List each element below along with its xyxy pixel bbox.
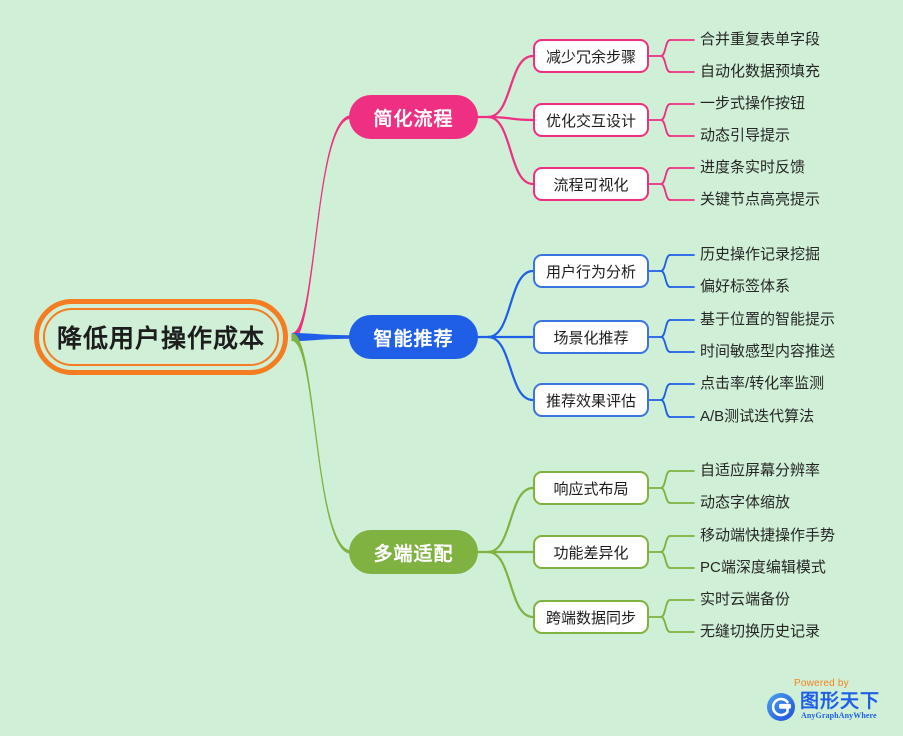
branch-node-3[interactable]: 多端适配 xyxy=(349,530,478,574)
leaf-node-1-2-1[interactable]: 一步式操作按钮 xyxy=(700,96,805,111)
root-inner-border xyxy=(43,308,279,366)
watermark-tagline: AnyGraphAnyWhere xyxy=(801,711,877,720)
leaf-node-3-2-2[interactable]: PC端深度编辑模式 xyxy=(700,560,826,575)
leaf-node-3-1-2[interactable]: 动态字体缩放 xyxy=(700,495,790,510)
sub-node-2-1-label: 用户行为分析 xyxy=(545,263,636,281)
leaf-label: 动态字体缩放 xyxy=(700,494,791,511)
leaf-label: 无缝切换历史记录 xyxy=(700,623,821,640)
branch-node-1[interactable]: 简化流程 xyxy=(349,95,478,139)
leaf-node-2-2-2[interactable]: 时间敏感型内容推送 xyxy=(700,344,835,359)
leaf-label: 动态引导提示 xyxy=(700,127,791,144)
leaf-node-3-1-1[interactable]: 自适应屏幕分辨率 xyxy=(700,463,820,478)
leaf-label: 自适应屏幕分辨率 xyxy=(700,462,821,479)
leaf-label: 时间敏感型内容推送 xyxy=(700,343,836,360)
leaf-node-2-3-2[interactable]: A/B测试迭代算法 xyxy=(700,409,814,424)
sub-node-3-1-label: 响应式布局 xyxy=(553,480,629,498)
sub-node-1-1[interactable]: 减少冗余步骤 xyxy=(533,39,649,73)
leaf-node-2-1-1[interactable]: 历史操作记录挖掘 xyxy=(700,247,820,262)
g-circle-logo-icon xyxy=(767,693,795,721)
watermark-brand: 图形天下 xyxy=(800,691,881,712)
leaf-node-2-1-2[interactable]: 偏好标签体系 xyxy=(700,279,790,294)
leaf-label: 基于位置的智能提示 xyxy=(700,311,836,328)
branch-node-2[interactable]: 智能推荐 xyxy=(349,315,478,359)
leaf-node-1-2-2[interactable]: 动态引导提示 xyxy=(700,128,790,143)
sub-node-2-2-label: 场景化推荐 xyxy=(553,329,629,347)
leaf-label: 合并重复表单字段 xyxy=(700,31,821,48)
leaf-label: 偏好标签体系 xyxy=(700,278,791,295)
leaf-node-1-1-1[interactable]: 合并重复表单字段 xyxy=(700,32,820,47)
leaf-label: 关键节点高亮提示 xyxy=(700,191,821,208)
sub-node-2-3[interactable]: 推荐效果评估 xyxy=(533,383,649,417)
watermark-powered-by: Powered by xyxy=(794,678,849,689)
leaf-label: 历史操作记录挖掘 xyxy=(700,246,821,263)
leaf-node-3-2-1[interactable]: 移动端快捷操作手势 xyxy=(700,528,835,543)
leaf-node-1-3-2[interactable]: 关键节点高亮提示 xyxy=(700,192,820,207)
sub-node-2-2[interactable]: 场景化推荐 xyxy=(533,320,649,354)
leaf-node-2-2-1[interactable]: 基于位置的智能提示 xyxy=(700,312,835,327)
branch-node-2-label: 智能推荐 xyxy=(373,328,454,350)
leaf-node-3-3-1[interactable]: 实时云端备份 xyxy=(700,592,790,607)
sub-node-3-2-label: 功能差异化 xyxy=(553,544,629,562)
sub-node-3-2[interactable]: 功能差异化 xyxy=(533,535,649,569)
sub-node-3-3[interactable]: 跨端数据同步 xyxy=(533,600,649,634)
leaf-label: 实时云端备份 xyxy=(700,591,791,608)
root-node[interactable]: 降低用户操作成本 xyxy=(34,299,288,375)
leaf-label: 自动化数据预填充 xyxy=(700,63,821,80)
root-label: 降低用户操作成本 xyxy=(56,325,265,353)
leaf-label: 一步式操作按钮 xyxy=(700,95,806,112)
leaf-node-1-3-1[interactable]: 进度条实时反馈 xyxy=(700,160,805,175)
sub-node-1-2[interactable]: 优化交互设计 xyxy=(533,103,649,137)
sub-node-3-3-label: 跨端数据同步 xyxy=(545,609,636,627)
leaf-label: 点击率/转化率监测 xyxy=(700,375,825,392)
leaf-node-2-3-1[interactable]: 点击率/转化率监测 xyxy=(700,376,824,391)
leaf-label: A/B测试迭代算法 xyxy=(700,408,815,425)
sub-node-1-3-label: 流程可视化 xyxy=(553,176,629,194)
sub-node-2-3-label: 推荐效果评估 xyxy=(545,392,636,410)
leaf-label: PC端深度编辑模式 xyxy=(700,559,826,576)
branch-node-3-label: 多端适配 xyxy=(373,543,454,565)
watermark: Powered by 图形天下 AnyGraphAnyWhere xyxy=(766,678,896,730)
leaf-node-3-3-2[interactable]: 无缝切换历史记录 xyxy=(700,624,820,639)
sub-node-1-1-label: 减少冗余步骤 xyxy=(545,48,636,66)
sub-node-3-1[interactable]: 响应式布局 xyxy=(533,471,649,505)
sub-node-1-2-label: 优化交互设计 xyxy=(545,112,636,130)
leaf-node-1-1-2[interactable]: 自动化数据预填充 xyxy=(700,64,820,79)
leaf-label: 移动端快捷操作手势 xyxy=(700,527,836,544)
branch-node-1-label: 简化流程 xyxy=(373,108,454,130)
sub-node-2-1[interactable]: 用户行为分析 xyxy=(533,254,649,288)
leaf-label: 进度条实时反馈 xyxy=(700,159,806,176)
sub-node-1-3[interactable]: 流程可视化 xyxy=(533,167,649,201)
